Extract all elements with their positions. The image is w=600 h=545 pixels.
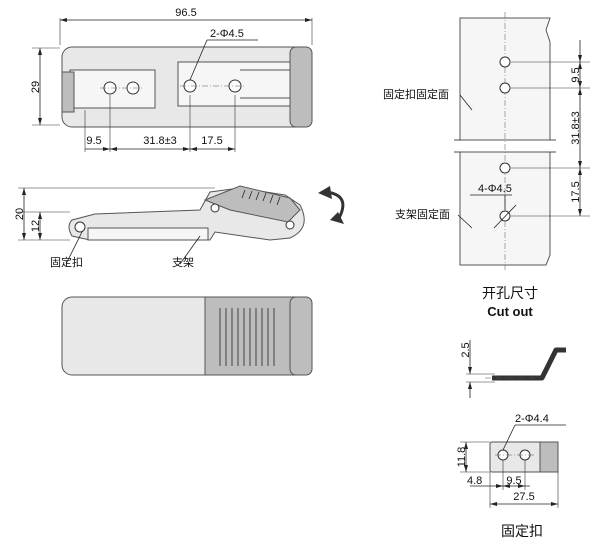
caption-cutout-en: Cut out (487, 304, 533, 319)
end-cap-bottom (289, 296, 313, 376)
pivot-end-side (285, 220, 295, 230)
catch-plate-top (69, 69, 156, 109)
catch-dim-4-8: 4.8 (467, 475, 482, 487)
catch-hook-top (61, 71, 75, 113)
top-view: 96.5 29 2-Φ4.5 (30, 7, 313, 152)
catch-part-view: 2.5 2-Φ4.4 11.8 4.8 9.5 27.5 固定扣 (456, 340, 566, 540)
handle-ribs-bottom (219, 308, 275, 366)
bottom-view (61, 296, 313, 376)
label-bracket-surface: 支架固定面 (395, 207, 450, 221)
label-bracket: 支架 (172, 256, 194, 269)
dim-height-12: 12 (30, 220, 42, 232)
cutout-dim-9-5: 9.5 (570, 67, 582, 82)
handle-side (203, 185, 301, 223)
cutout-hole-2 (499, 82, 511, 94)
pivot-handle-side (210, 203, 220, 213)
dim-9-5: 9.5 (86, 135, 101, 147)
cutout-dim-31-8: 31.8±3 (570, 111, 582, 145)
label-catch: 固定扣 (50, 255, 83, 269)
dim-height: 29 (30, 81, 42, 93)
side-view: 20 12 固定扣 支架 (14, 185, 345, 269)
dim-overall-length: 96.5 (175, 7, 196, 19)
catch-dim-thickness: 2.5 (460, 342, 472, 357)
cutout-hole-1 (499, 56, 511, 68)
cutout-dim-17-5: 17.5 (570, 181, 582, 202)
handle-ribs-side (241, 189, 281, 206)
caption-cutout-cn: 开孔尺寸 (482, 286, 538, 302)
catch-callout-2-phi-4-4: 2-Φ4.4 (515, 413, 549, 425)
bracket-base-side (87, 227, 209, 241)
catch-dim-27-5: 27.5 (513, 491, 534, 503)
catch-dim-height: 11.8 (456, 447, 468, 468)
caption-catch: 固定扣 (501, 524, 543, 540)
callout-2-phi-4-5: 2-Φ4.5 (210, 28, 244, 40)
catch-profile (492, 347, 566, 381)
handle-end-top (289, 46, 313, 128)
label-catch-surface: 固定扣固定面 (383, 87, 449, 101)
pivot-catch-side (74, 221, 86, 233)
cutout-hole-3 (499, 162, 511, 174)
catch-dim-9-5: 9.5 (506, 475, 521, 487)
catch-hook-plan (539, 441, 559, 473)
dim-17-5: 17.5 (201, 135, 222, 147)
dim-31-8: 31.8±3 (143, 135, 177, 147)
cutout-view: 9.5 31.8±3 17.5 4-Φ4.5 固定扣固定面 支架固定面 开孔尺寸… (383, 12, 590, 319)
dim-height-20: 20 (14, 208, 26, 220)
cutout-callout-4-phi-4-5: 4-Φ4.5 (478, 183, 512, 195)
